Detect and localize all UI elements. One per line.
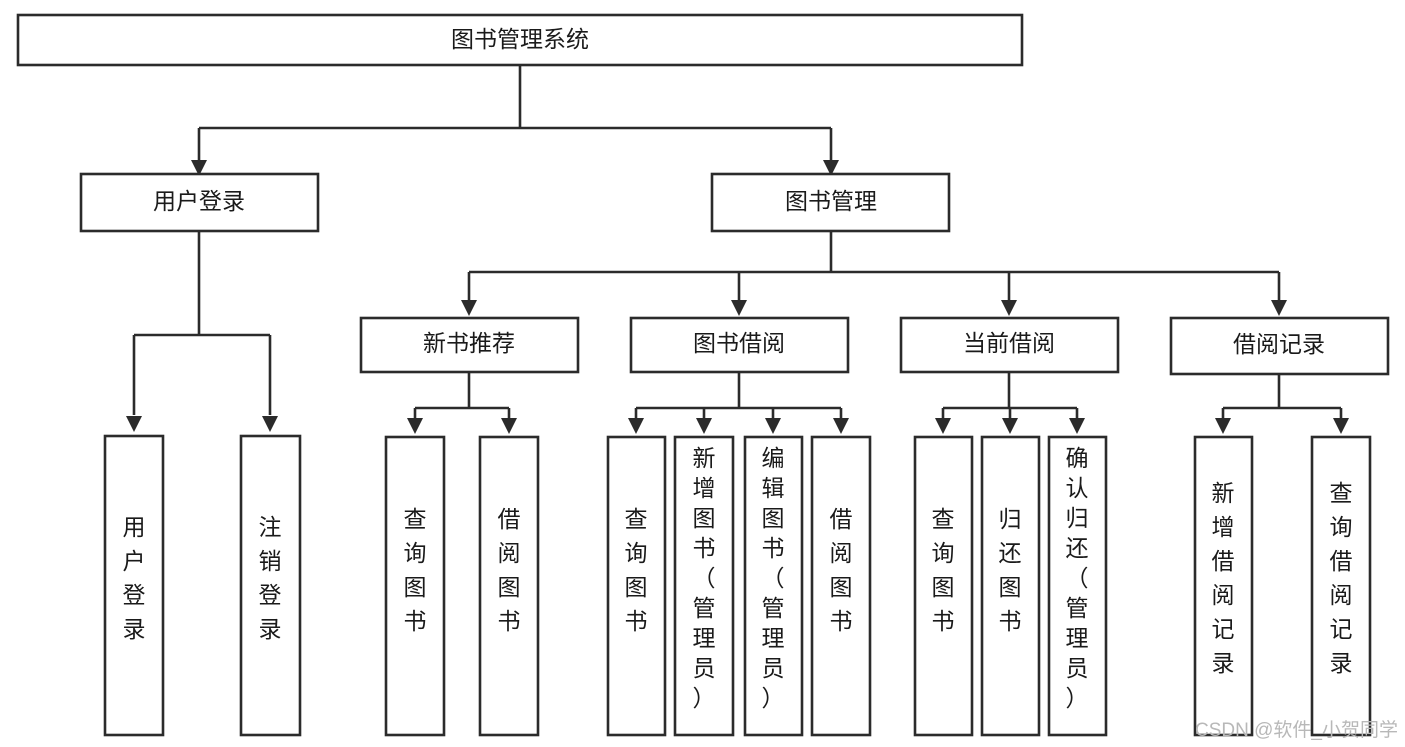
node-leaf-user-login-label: 用户登录 [123, 514, 146, 642]
node-root[interactable]: 图书管理系统 [16, 13, 1024, 67]
node-records[interactable]: 借阅记录 [1169, 316, 1390, 376]
node-leaf-user-logout[interactable]: 注销登录 [239, 434, 302, 737]
node-newbook-box[interactable] [359, 316, 580, 374]
node-leaf-user-logout-label: 注销登录 [259, 514, 282, 642]
node-borrow-label: 图书借阅 [693, 330, 785, 356]
node-leaf-user-logout-box[interactable] [239, 434, 302, 737]
node-login-box[interactable] [79, 172, 320, 233]
node-leaf-query-book-1-label: 查询图书 [404, 506, 427, 634]
node-leaf-user-login[interactable]: 用户登录 [103, 434, 165, 737]
arrow-to-leaf-confirm-return [1069, 418, 1085, 434]
arrow-to-leaf-user-logout [262, 416, 278, 432]
arrow-to-leaf-add-book [696, 418, 712, 434]
node-leaf-query-record[interactable]: 查询借阅记录 [1310, 435, 1372, 737]
node-leaf-add-book[interactable]: 新增图书（管理员） [673, 435, 735, 737]
node-newbook-label: 新书推荐 [423, 330, 515, 356]
arrow-to-leaf-query-book-2 [628, 418, 644, 434]
node-leaf-query-book-3[interactable]: 查询图书 [913, 435, 974, 737]
node-current-label: 当前借阅 [963, 330, 1055, 356]
node-leaf-return-book-label: 归还图书 [999, 506, 1022, 634]
node-leaf-edit-book[interactable]: 编辑图书（管理员） [743, 435, 804, 737]
node-records-box[interactable] [1169, 316, 1390, 376]
node-borrow[interactable]: 图书借阅 [629, 316, 850, 374]
edge-group-records-to-leaves [1215, 374, 1349, 434]
arrow-to-borrow [731, 300, 747, 316]
edge-group-current-to-leaves [935, 372, 1085, 434]
node-leaf-query-book-3-box[interactable] [913, 435, 974, 737]
node-leaf-add-record[interactable]: 新增借阅记录 [1193, 435, 1254, 737]
node-leaf-borrow-book-1-box[interactable] [478, 435, 540, 737]
node-leaf-borrow-book-2[interactable]: 借阅图书 [810, 435, 872, 737]
node-leaf-add-book-label: 新增图书（管理员） [693, 445, 716, 711]
arrow-to-leaf-user-login [126, 416, 142, 432]
node-login[interactable]: 用户登录 [79, 172, 320, 233]
node-leaf-query-book-2-label: 查询图书 [625, 506, 648, 634]
node-bookmgmt-box[interactable] [710, 172, 951, 233]
arrow-to-leaf-query-book-1 [407, 418, 423, 434]
arrow-to-leaf-query-record [1333, 418, 1349, 434]
node-leaf-return-book-box[interactable] [980, 435, 1041, 737]
node-records-label: 借阅记录 [1233, 331, 1325, 357]
arrow-to-newbook [461, 300, 477, 316]
node-leaf-borrow-book-2-label: 借阅图书 [830, 506, 853, 634]
arrow-to-leaf-return-book [1002, 418, 1018, 434]
edge-group-root-to-level1 [191, 65, 839, 176]
arrow-to-leaf-edit-book [765, 418, 781, 434]
node-newbook[interactable]: 新书推荐 [359, 316, 580, 374]
node-leaf-edit-book-box[interactable] [743, 435, 804, 737]
edge-group-login-to-leaves [126, 231, 278, 432]
node-leaf-query-book-2-box[interactable] [606, 435, 667, 737]
node-leaf-user-login-box[interactable] [103, 434, 165, 737]
node-leaf-query-book-3-label: 查询图书 [932, 506, 955, 634]
arrow-to-current [1001, 300, 1017, 316]
node-bookmgmt-label: 图书管理 [785, 188, 877, 214]
csdn-watermark: CSDN @软件_小贺同学 [1195, 719, 1398, 741]
node-leaf-query-record-box[interactable] [1310, 435, 1372, 737]
node-current[interactable]: 当前借阅 [899, 316, 1120, 374]
node-root-label: 图书管理系统 [451, 26, 589, 52]
node-leaf-query-book-1-box[interactable] [384, 435, 446, 737]
node-leaf-confirm-return-label: 确认归还（管理员） [1066, 445, 1089, 711]
node-leaf-borrow-book-1[interactable]: 借阅图书 [478, 435, 540, 737]
arrow-to-records [1271, 300, 1287, 316]
node-leaf-borrow-book-1-label: 借阅图书 [498, 506, 521, 634]
arrow-to-leaf-add-record [1215, 418, 1231, 434]
node-leaf-return-book[interactable]: 归还图书 [980, 435, 1041, 737]
node-leaf-confirm-return-box[interactable] [1047, 435, 1108, 737]
node-leaf-query-record-label: 查询借阅记录 [1330, 480, 1353, 676]
node-leaf-query-book-2[interactable]: 查询图书 [606, 435, 667, 737]
node-leaf-add-book-box[interactable] [673, 435, 735, 737]
arrow-to-leaf-query-book-3 [935, 418, 951, 434]
arrow-to-leaf-borrow-book-1 [501, 418, 517, 434]
node-leaf-edit-book-label: 编辑图书（管理员） [762, 445, 785, 711]
node-current-box[interactable] [899, 316, 1120, 374]
edge-group-borrow-to-leaves [628, 372, 849, 434]
node-bookmgmt[interactable]: 图书管理 [710, 172, 951, 233]
node-leaf-confirm-return[interactable]: 确认归还（管理员） [1047, 435, 1108, 737]
node-leaf-query-book-1[interactable]: 查询图书 [384, 435, 446, 737]
node-borrow-box[interactable] [629, 316, 850, 374]
node-leaf-borrow-book-2-box[interactable] [810, 435, 872, 737]
node-root-box[interactable] [16, 13, 1024, 67]
edge-group-bookmgmt-to-level2 [461, 231, 1287, 316]
node-leaf-add-record-box[interactable] [1193, 435, 1254, 737]
node-login-label: 用户登录 [153, 188, 245, 214]
edge-group-newbook-to-leaves [407, 372, 517, 434]
node-leaf-add-record-label: 新增借阅记录 [1212, 480, 1235, 676]
arrow-to-leaf-borrow-book-2 [833, 418, 849, 434]
